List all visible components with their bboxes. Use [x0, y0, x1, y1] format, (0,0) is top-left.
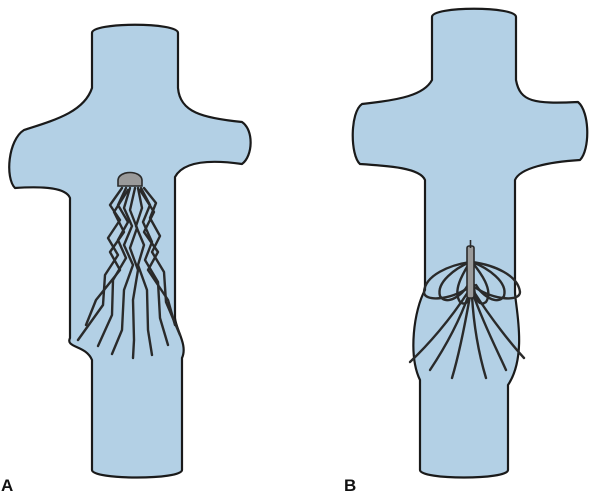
filter-b-hub — [467, 246, 474, 298]
panel-label-a: A — [1, 477, 13, 494]
filter-a-hub — [118, 173, 142, 187]
panel-a — [9, 25, 250, 478]
panel-b — [353, 9, 588, 478]
panel-label-b: B — [344, 477, 356, 494]
